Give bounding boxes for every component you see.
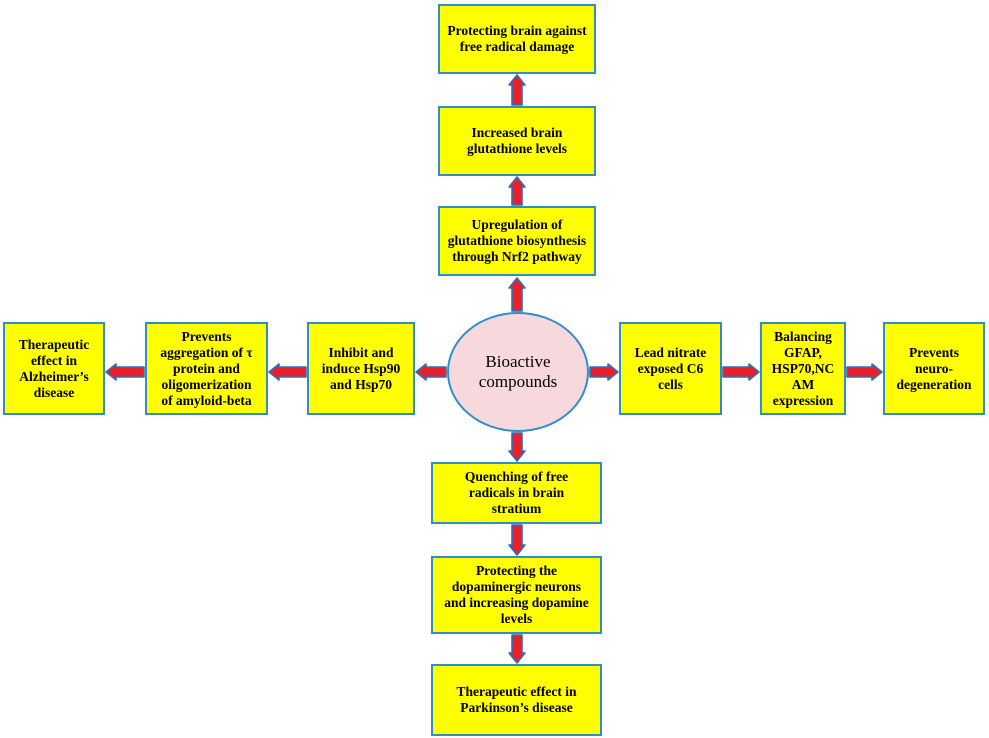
node-balancing-gfap: Balancing GFAP, HSP70,NC AM expression: [760, 322, 846, 415]
arrow-up2-to-up3: [508, 74, 526, 106]
node-protect-brain: Protecting brain against free radical da…: [438, 4, 596, 74]
arrow-right2-to-right3: [846, 363, 883, 381]
arrow-center-to-left1: [415, 363, 447, 381]
node-parkinsons-effect: Therapeutic effect in Parkinson’s diseas…: [431, 664, 602, 736]
arrow-down2-to-down3: [508, 634, 526, 664]
arrow-down1-to-down2: [508, 524, 526, 556]
node-prevents-neurodegeneration: Prevents neuro- degeneration: [883, 322, 985, 415]
node-quenching-radicals: Quenching of free radicals in brain stra…: [431, 462, 602, 524]
arrow-center-to-down1: [508, 432, 526, 462]
arrow-up1-to-up2: [508, 176, 526, 206]
arrow-center-to-right1: [589, 363, 619, 381]
arrow-center-to-up1: [508, 277, 526, 312]
arrow-left2-to-left3: [105, 363, 145, 381]
node-increased-glutathione: Increased brain glutathione levels: [438, 106, 596, 176]
node-lead-nitrate: Lead nitrate exposed C6 cells: [619, 322, 722, 415]
node-inhibit-hsp: Inhibit and induce Hsp90 and Hsp70: [307, 322, 415, 415]
arrow-left1-to-left2: [268, 363, 307, 381]
node-alzheimers-effect: Therapeutic effect in Alzheimer’s diseas…: [3, 322, 105, 415]
node-upregulation-nrf2: Upregulation of glutathione biosynthesis…: [438, 206, 596, 276]
node-prevents-aggregation: Prevents aggregation of τ protein and ol…: [145, 322, 268, 415]
arrow-right1-to-right2: [722, 363, 760, 381]
center-bioactive-compounds: Bioactive compounds: [447, 312, 589, 432]
node-protect-dopaminergic: Protecting the dopaminergic neurons and …: [431, 556, 602, 634]
